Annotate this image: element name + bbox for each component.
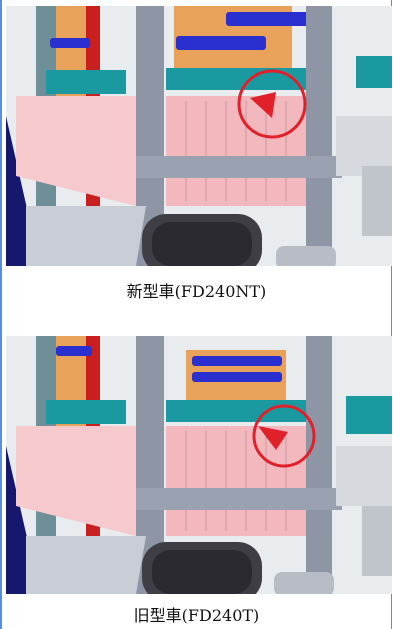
- figure-old-model-caption: 旧型車(FD240T): [133, 606, 260, 625]
- figure-old-model-image: [6, 336, 392, 594]
- red-circle-marker: [237, 69, 307, 139]
- figure-new-model-caption: 新型車(FD240NT): [126, 282, 267, 301]
- figure-new-model-image: [6, 6, 392, 266]
- red-circle-marker: [252, 404, 316, 468]
